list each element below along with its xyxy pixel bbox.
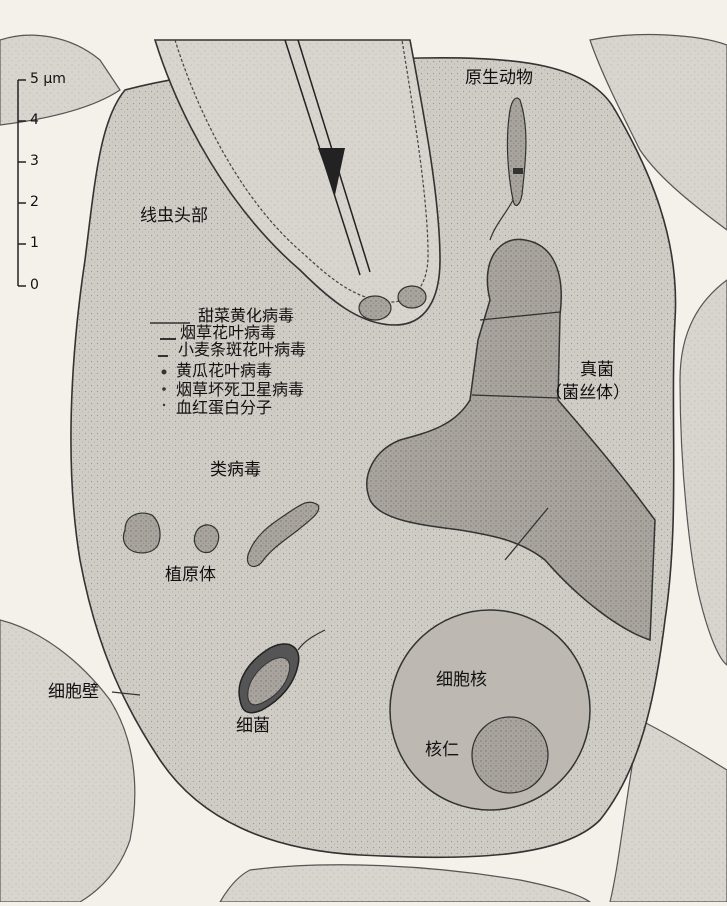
label-cell-wall: 细胞壁 — [48, 684, 99, 701]
label-bacteria: 细菌 — [236, 718, 270, 735]
nucleus — [390, 610, 590, 810]
virus-label-5: 血红蛋白分子 — [176, 400, 272, 416]
label-protozoa: 原生动物 — [465, 70, 533, 87]
scale-tick-2: 2 — [30, 195, 39, 209]
label-nucleolus: 核仁 — [425, 742, 459, 759]
label-nucleus: 细胞核 — [436, 672, 487, 689]
virus-label-0: 甜菜黄化病毒 — [198, 308, 294, 324]
virus-label-2: 小麦条斑花叶病毒 — [178, 342, 306, 358]
scale-unit-label: 5 μm — [30, 72, 66, 86]
scale-tick-1: 1 — [30, 236, 39, 250]
label-viroid: 类病毒 — [210, 462, 261, 479]
virus-label-1: 烟草花叶病毒 — [180, 325, 276, 341]
virus-label-3: 黄瓜花叶病毒 — [176, 363, 272, 379]
neighbor-cell-bottom — [220, 865, 590, 902]
virus-label-4: 烟草坏死卫星病毒 — [176, 382, 304, 398]
scale-tick-3: 3 — [30, 154, 39, 168]
scale-tick-0: 0 — [30, 278, 39, 292]
scale-tick-4: 4 — [30, 113, 39, 127]
label-fungus: 真菌 — [580, 362, 614, 379]
label-fungus-mycelium: （菌丝体） — [545, 385, 630, 402]
label-phytoplasma: 植原体 — [165, 567, 216, 584]
neighbor-cell-right — [680, 280, 727, 665]
label-nematode-head: 线虫头部 — [140, 208, 208, 225]
